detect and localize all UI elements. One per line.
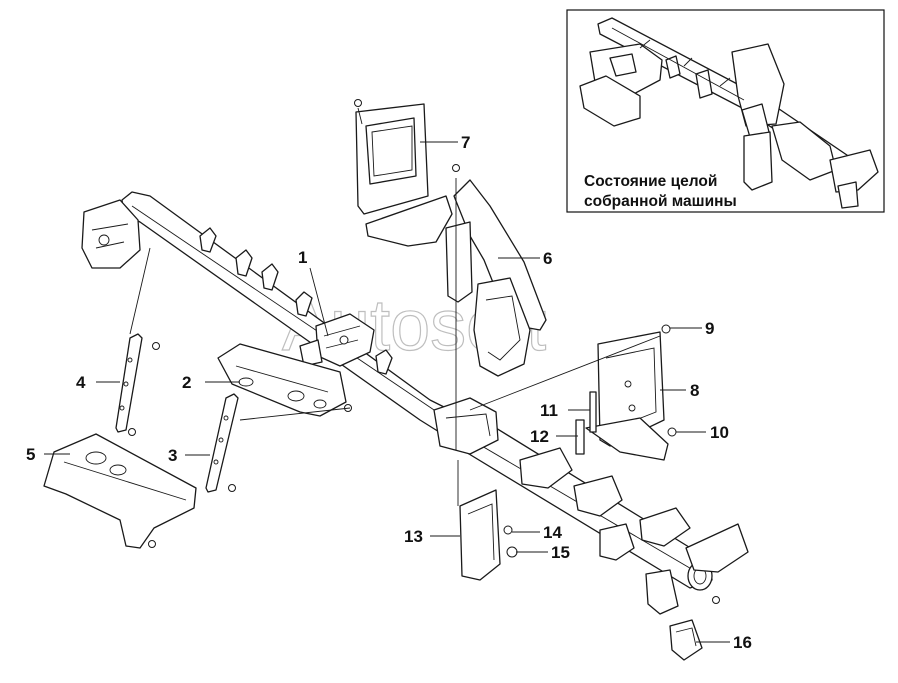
callout-15: 15: [551, 543, 570, 562]
part-14-nut-icon: [503, 525, 513, 535]
part-1-bracket: [299, 313, 375, 367]
callout-11: 11: [540, 401, 558, 420]
part-15-washer-icon: [506, 546, 518, 558]
callout-4: 4: [76, 373, 86, 392]
inset-caption-line-1: Состояние целой: [584, 173, 717, 190]
callout-8: 8: [690, 381, 699, 400]
callout-14: 14: [543, 523, 562, 542]
callout-16: 16: [733, 633, 752, 652]
part-8-right-frame: [585, 331, 669, 461]
callout-10: 10: [710, 423, 729, 442]
callout-9: 9: [705, 319, 714, 338]
callout-5: 5: [26, 445, 35, 464]
part-10-nut-icon: [667, 427, 677, 437]
part-3-strip: [205, 393, 239, 493]
callout-6: 6: [543, 249, 552, 268]
callout-3: 3: [168, 446, 177, 465]
part-13-lower-bracket: [459, 489, 501, 581]
inset-assembled-view: Состояние целой собранной машины: [566, 9, 885, 213]
parts-11-12-rods: [575, 391, 597, 455]
part-5-floor-bracket: [43, 433, 197, 549]
part-2-plate: [217, 343, 352, 417]
part-9-nut-icon: [661, 324, 671, 334]
callout-labels: 1 2 3 4 5 6 7 8 9 10 11 12 13 14 15 16: [26, 133, 752, 652]
callout-1: 1: [298, 248, 307, 267]
part-6-side-bracket: [445, 164, 547, 377]
part-7-upper-frame: [354, 99, 453, 247]
part-4-strip: [115, 333, 160, 436]
part-16-hanger: [669, 619, 703, 661]
leader-lines: [44, 141, 730, 643]
callout-13: 13: [404, 527, 423, 546]
inset-assembly-drawing: [579, 17, 879, 209]
inset-caption-line-2: собранной машины: [584, 193, 737, 210]
callout-2: 2: [182, 373, 191, 392]
bolt-icon: [712, 596, 720, 604]
callout-12: 12: [530, 427, 549, 446]
callout-7: 7: [461, 133, 470, 152]
main-cross-beam: [81, 191, 749, 615]
